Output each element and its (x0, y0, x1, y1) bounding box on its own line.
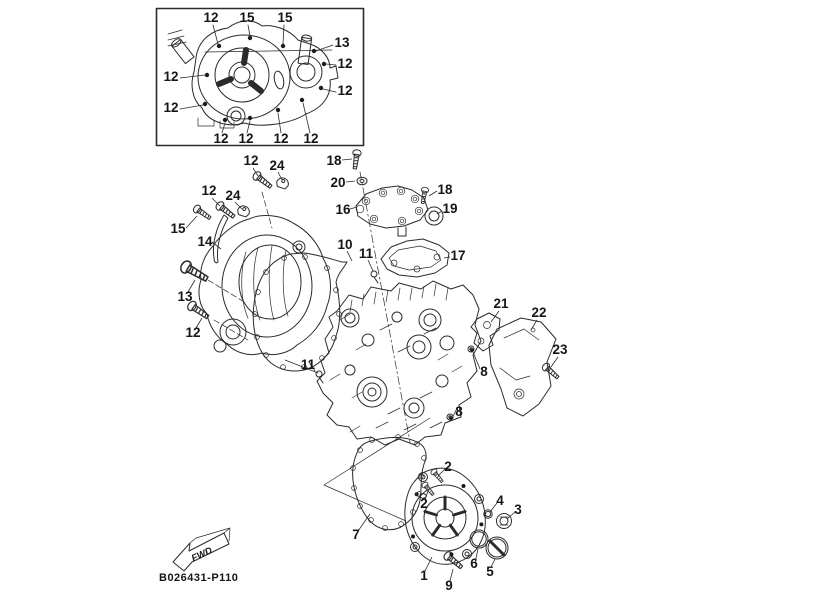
callout-13: 13 (334, 35, 350, 50)
callout-12: 12 (273, 131, 288, 146)
washer-20 (356, 176, 368, 186)
generator-cover-1 (404, 467, 486, 565)
callout-22: 22 (531, 305, 546, 320)
callout-12: 12 (243, 153, 258, 168)
callout-24: 24 (269, 158, 285, 173)
callout-21: 21 (493, 296, 509, 311)
callout-18: 18 (326, 153, 342, 168)
callout-20: 20 (330, 175, 345, 190)
inset-bolt-dots (202, 35, 327, 123)
callout-12: 12 (303, 131, 318, 146)
lead-cover-16 (355, 185, 429, 237)
engine-block (316, 280, 482, 446)
callout-23: 23 (552, 342, 568, 357)
callout-18: 18 (437, 182, 453, 197)
grommet-19 (424, 206, 444, 226)
callout-5: 5 (486, 564, 494, 579)
callout-16: 16 (335, 202, 351, 217)
callout-12: 12 (203, 10, 218, 25)
callout-6: 6 (470, 556, 478, 571)
callout-24: 24 (225, 188, 241, 203)
clamp-24b (235, 203, 252, 219)
generator-gasket-7 (350, 434, 427, 531)
callout-4: 4 (496, 493, 504, 508)
main-callout-labels: 12 24 12 24 15 14 13 12 10 11 18 20 16 1… (170, 153, 568, 593)
callout-15: 15 (239, 10, 255, 25)
guide-14 (213, 214, 229, 264)
screw-11b (315, 370, 323, 378)
bolt-18a (350, 148, 363, 170)
bolt-2b (420, 480, 437, 498)
callout-7: 7 (352, 527, 360, 542)
callout-11: 11 (359, 246, 374, 261)
cover-gasket-10 (252, 252, 379, 384)
callout-3: 3 (514, 502, 522, 517)
bolt-2a (429, 467, 446, 485)
callout-8: 8 (455, 404, 463, 419)
callout-10: 10 (337, 237, 352, 252)
callout-12: 12 (337, 56, 352, 71)
projection-lines (207, 171, 431, 522)
bolt-15 (191, 203, 214, 223)
inset-cover-art (167, 20, 339, 129)
o-ring-6 (469, 529, 489, 549)
main-leader-lines (185, 158, 559, 582)
screw-11a (370, 270, 378, 278)
callout-13: 13 (177, 289, 193, 304)
bolt-23 (540, 361, 562, 382)
callout-14: 14 (197, 234, 213, 249)
cover-17 (380, 238, 450, 278)
clamp-24a (274, 175, 291, 191)
callout-12: 12 (337, 83, 352, 98)
callout-2: 2 (420, 496, 428, 511)
callout-1: 1 (420, 568, 428, 583)
callout-11: 11 (301, 357, 316, 372)
callout-8: 8 (480, 364, 488, 379)
callout-19: 19 (442, 201, 457, 216)
callout-15: 15 (170, 221, 186, 236)
callout-12: 12 (201, 183, 216, 198)
cap-5 (485, 536, 509, 560)
callout-12: 12 (213, 131, 228, 146)
callout-12: 12 (185, 325, 200, 340)
o-ring-4 (483, 509, 493, 519)
fwd-arrow: FWD (172, 527, 231, 572)
callout-12: 12 (238, 131, 253, 146)
callout-15: 15 (277, 10, 293, 25)
drawing-code: B026431-P110 (159, 572, 238, 584)
callout-9: 9 (445, 578, 453, 593)
inset-box: 12 15 15 13 12 12 12 12 12 12 12 12 (155, 7, 365, 147)
sprocket-cover-22 (488, 317, 557, 417)
callout-2: 2 (444, 459, 452, 474)
inset-callout-labels: 12 15 15 13 12 12 12 12 12 12 12 12 (163, 10, 352, 146)
fwd-label: FWD (190, 545, 214, 564)
bolt-12a (250, 169, 275, 192)
callout-17: 17 (450, 248, 465, 263)
left-crankcase-cover (198, 215, 331, 356)
callout-12: 12 (163, 100, 178, 115)
bracket-21 (470, 312, 501, 352)
inset-leader-lines (179, 24, 337, 134)
callout-12: 12 (163, 69, 178, 84)
plug-3 (496, 513, 512, 529)
